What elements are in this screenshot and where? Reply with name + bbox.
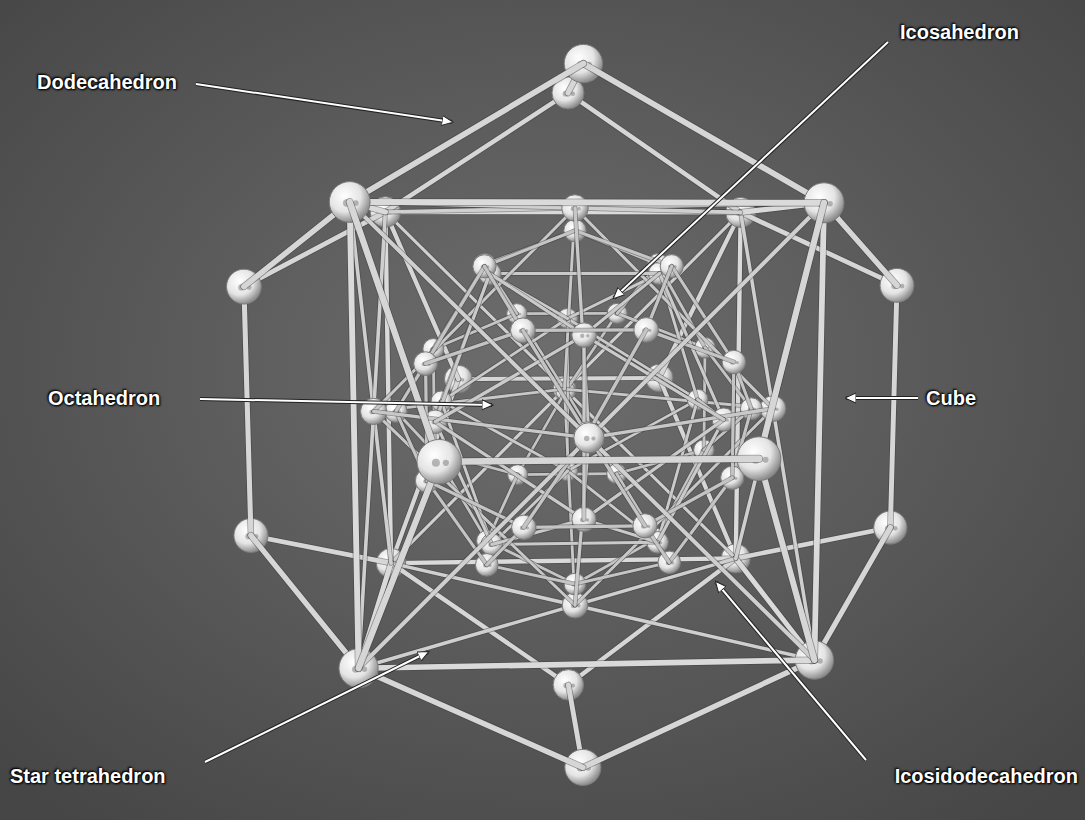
model-rod	[359, 462, 440, 669]
nested-polyhedra-model	[226, 44, 913, 785]
model-rod	[385, 93, 568, 212]
model-rod	[391, 558, 736, 563]
model-rod	[490, 273, 660, 274]
leader-arrow	[196, 84, 452, 122]
model-rod	[575, 539, 656, 584]
model-rod	[487, 565, 575, 584]
model-rod	[391, 563, 814, 660]
model-rod	[350, 202, 440, 462]
model-rod	[492, 542, 658, 544]
model-rod	[350, 202, 815, 660]
model-rod	[759, 459, 814, 660]
model-rod	[523, 329, 646, 330]
model-rod	[484, 231, 575, 267]
model-rod	[251, 535, 359, 668]
model-rod	[374, 411, 575, 605]
model-rod	[890, 285, 897, 527]
model-rod	[575, 409, 773, 606]
model-rod	[658, 420, 724, 543]
model-rod	[524, 526, 645, 527]
model-rod	[645, 478, 732, 526]
model-rod	[568, 93, 741, 212]
part-label: Cube	[926, 386, 976, 410]
model-rod	[736, 212, 741, 558]
model-rod	[587, 330, 646, 434]
model-ball	[572, 323, 597, 348]
model-rod	[359, 660, 815, 668]
model-rod	[814, 203, 824, 660]
model-rod	[244, 287, 251, 536]
leader-arrow	[846, 398, 918, 399]
part-label: Icosahedron	[900, 20, 1019, 44]
model-rod	[350, 64, 584, 202]
model-rod	[350, 202, 824, 204]
model-ball	[574, 423, 604, 453]
part-label: Icosidodecahedron	[895, 764, 1078, 788]
model-rod	[814, 528, 890, 660]
model-rod	[575, 231, 672, 267]
part-label: Star tetrahedron	[10, 764, 166, 788]
model-rod	[439, 459, 759, 462]
part-label: Dodecahedron	[37, 70, 177, 94]
model-rod	[374, 411, 589, 437]
model-rod	[575, 562, 669, 584]
leader-arrow	[200, 399, 492, 405]
leader-arrows	[196, 42, 918, 762]
leader-arrow	[205, 652, 428, 762]
model-rod	[583, 660, 815, 767]
model-rod	[490, 274, 584, 336]
part-label: Octahedron	[48, 386, 160, 410]
leader-arrow	[716, 582, 866, 760]
model-rod	[350, 202, 359, 668]
leader-arrow	[614, 42, 888, 298]
model-rod	[359, 668, 583, 767]
model-ball	[417, 439, 461, 483]
model-rod	[385, 212, 735, 558]
model-rod	[759, 203, 824, 459]
